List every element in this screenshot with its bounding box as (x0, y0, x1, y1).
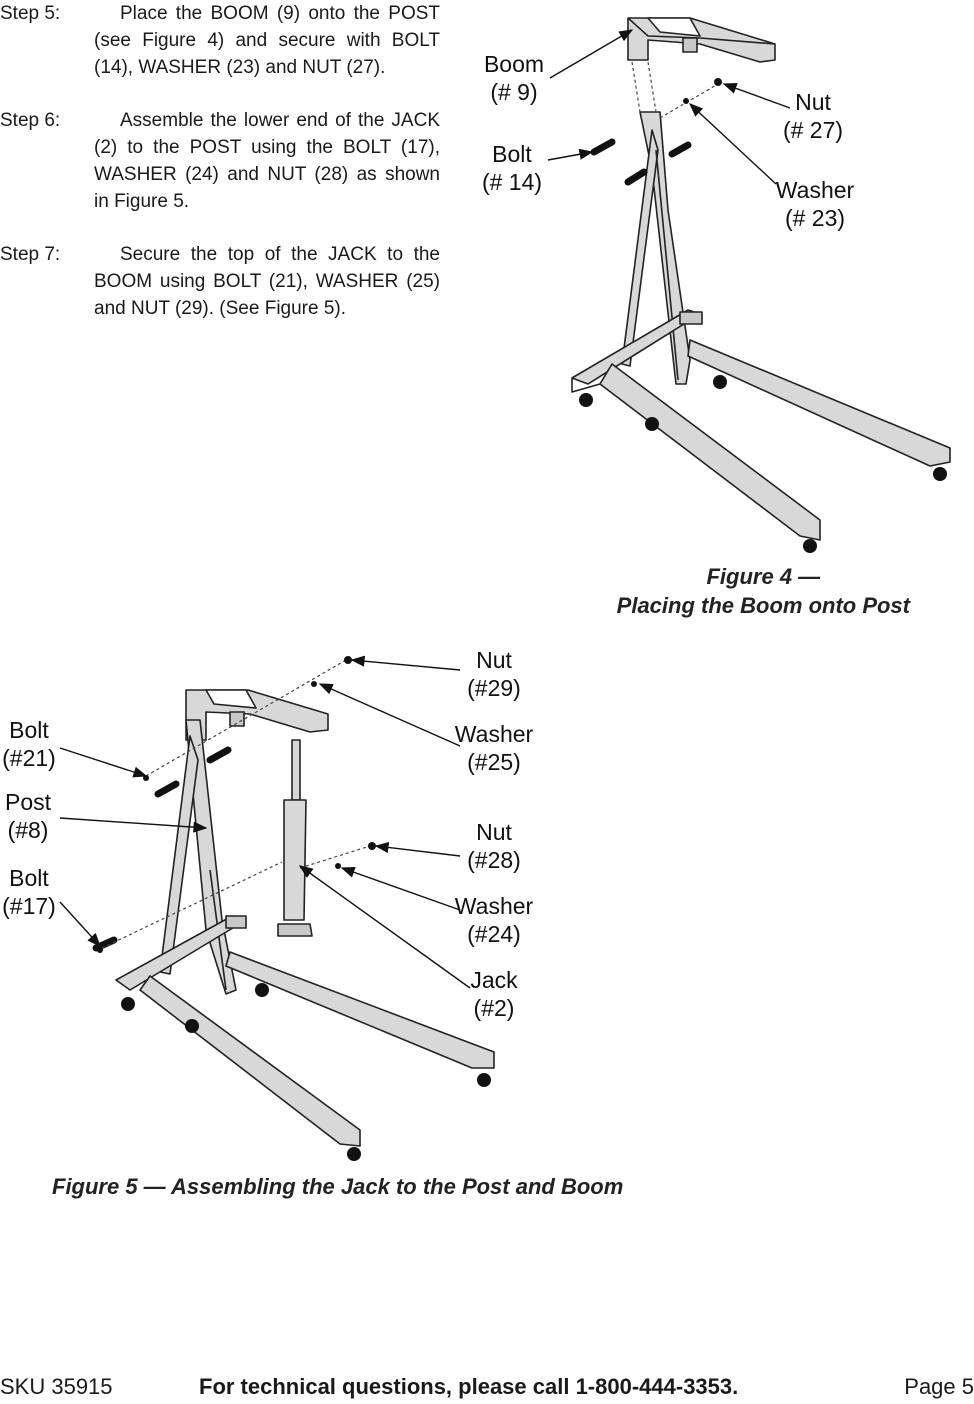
step-label: Step 5: (0, 3, 61, 24)
step-5: Step 5: Place the BOOM (9) onto the POST… (0, 0, 440, 81)
assembly-steps: Step 5: Place the BOOM (9) onto the POST… (0, 0, 440, 348)
callout-washer-24: Washer (#24) (454, 893, 534, 947)
callout-bolt-17: Bolt (#17) (2, 865, 56, 919)
callout-bolt-14: Bolt (# 14) (481, 141, 543, 195)
step-text: Place the BOOM (9) onto the POST (see Fi… (94, 3, 440, 78)
callout-bolt-21: Bolt (#21) (2, 717, 56, 771)
callout-post-8: Post (#8) (4, 789, 52, 843)
step-text: Assemble the lower end of the JACK (2) t… (94, 110, 440, 212)
callout-nut-27: Nut (# 27) (782, 89, 844, 143)
step-label: Step 6: (0, 110, 61, 131)
page-number: Page 5 (904, 1374, 974, 1399)
callout-boom: Boom (# 9) (483, 51, 545, 105)
callout-washer-25: Washer (#25) (454, 721, 534, 775)
callout-washer-23: Washer (# 23) (775, 177, 855, 231)
figure-4-drawing (547, 17, 951, 553)
callout-nut-29: Nut (#29) (467, 647, 521, 701)
step-text: Secure the top of the JACK to the BOOM u… (94, 244, 440, 319)
sku-number: SKU 35915 (0, 1374, 113, 1399)
figure-5-caption: Figure 5 — Assembling the Jack to the Po… (52, 1174, 624, 1199)
step-label: Step 7: (0, 244, 61, 265)
page-footer: SKU 35915 For technical questions, pleas… (0, 1374, 974, 1404)
callout-jack-2: Jack (#2) (470, 967, 518, 1021)
callout-nut-28: Nut (#28) (467, 819, 521, 873)
step-6: Step 6: Assemble the lower end of the JA… (0, 107, 440, 215)
figure-4-caption: Figure 4 — Placing the Boom onto Post (616, 564, 910, 618)
step-7: Step 7: Secure the top of the JACK to th… (0, 241, 440, 322)
figure-5-drawing (59, 655, 495, 1161)
support-phone-text: For technical questions, please call 1-8… (199, 1374, 739, 1399)
